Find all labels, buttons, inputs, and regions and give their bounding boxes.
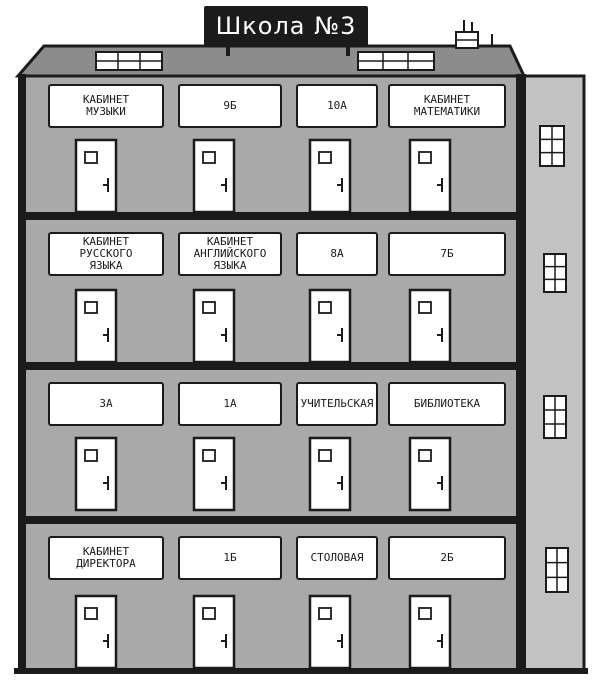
room-sign: КАБИНЕТ АНГЛИЙСКОГО ЯЗЫКА	[178, 232, 282, 276]
side-window	[544, 254, 566, 292]
corner-post	[516, 74, 526, 674]
door	[194, 438, 234, 510]
door	[194, 596, 234, 668]
room-sign: 1А	[178, 382, 282, 426]
door-window	[319, 152, 331, 163]
door-window	[85, 450, 97, 461]
door	[76, 438, 116, 510]
door	[410, 596, 450, 668]
roof	[18, 46, 524, 76]
room-sign: БИБЛИОТЕКА	[388, 382, 506, 426]
room-sign: 2Б	[388, 536, 506, 580]
room-sign: 1Б	[178, 536, 282, 580]
door-window	[419, 608, 431, 619]
skylight-right	[358, 52, 434, 70]
room-sign: СТОЛОВАЯ	[296, 536, 378, 580]
door-window	[319, 450, 331, 461]
door	[194, 140, 234, 212]
door	[76, 290, 116, 362]
door	[410, 438, 450, 510]
room-sign: 3А	[48, 382, 164, 426]
door-window	[203, 608, 215, 619]
door-window	[203, 450, 215, 461]
door	[410, 290, 450, 362]
door-window	[85, 608, 97, 619]
room-sign: КАБИНЕТ ДИРЕКТОРА	[48, 536, 164, 580]
room-sign: 10А	[296, 84, 378, 128]
left-post	[18, 74, 26, 674]
side-window	[546, 548, 568, 592]
door-window	[319, 302, 331, 313]
room-sign: 8А	[296, 232, 378, 276]
door	[410, 140, 450, 212]
skylight-left	[96, 52, 162, 70]
door-window	[85, 152, 97, 163]
side-window	[544, 396, 566, 438]
door-window	[419, 450, 431, 461]
chimney	[456, 20, 492, 48]
door	[310, 140, 350, 212]
room-sign: УЧИТЕЛЬСКАЯ	[296, 382, 378, 426]
door-window	[85, 302, 97, 313]
door-window	[419, 302, 431, 313]
door	[310, 438, 350, 510]
room-sign: 9Б	[178, 84, 282, 128]
floor-divider	[20, 516, 524, 524]
door-window	[319, 608, 331, 619]
door	[310, 596, 350, 668]
door	[76, 140, 116, 212]
door-window	[203, 152, 215, 163]
side-window	[540, 126, 564, 166]
door	[310, 290, 350, 362]
school-name-sign: Школа №3	[204, 6, 368, 46]
door-window	[419, 152, 431, 163]
room-sign: КАБИНЕТ РУССКОГО ЯЗЫКА	[48, 232, 164, 276]
door	[76, 596, 116, 668]
door-window	[203, 302, 215, 313]
room-sign: КАБИНЕТ МУЗЫКИ	[48, 84, 164, 128]
door	[194, 290, 234, 362]
room-sign: 7Б	[388, 232, 506, 276]
room-sign: КАБИНЕТ МАТЕМАТИКИ	[388, 84, 506, 128]
